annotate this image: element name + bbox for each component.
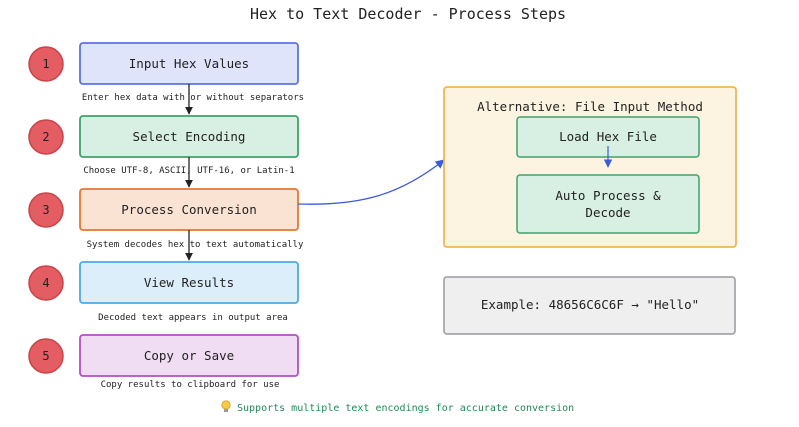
step-badge xyxy=(28,119,64,155)
step-1: 1 Input Hex Values Enter hex data with o… xyxy=(28,42,304,103)
auto-process-label-line1: Auto Process & xyxy=(555,188,661,203)
alternative-panel: Alternative: File Input Method Load Hex … xyxy=(443,86,737,248)
step-number: 1 xyxy=(42,57,49,71)
step-label: Copy or Save xyxy=(144,348,234,363)
example-box xyxy=(443,276,736,335)
alternative-title: Alternative: File Input Method xyxy=(477,99,703,114)
step-4: 4 View Results Decoded text appears in o… xyxy=(28,261,299,323)
step-label: Input Hex Values xyxy=(129,56,249,71)
example-text: Example: 48656C6C6F → "Hello" xyxy=(481,297,699,312)
lightbulb-icon xyxy=(221,400,231,412)
step-5: 5 Copy or Save Copy results to clipboard… xyxy=(28,334,299,390)
step-caption: Decoded text appears in output area xyxy=(98,313,288,323)
auto-process-box xyxy=(516,174,700,234)
step-badge xyxy=(28,265,64,301)
example-panel: Example: 48656C6C6F → "Hello" xyxy=(443,276,736,335)
step-caption: System decodes hex to text automatically xyxy=(87,240,304,250)
step-caption: Enter hex data with or without separator… xyxy=(82,93,304,103)
step-badge xyxy=(28,338,64,374)
step-caption: Copy results to clipboard for use xyxy=(101,380,280,390)
step-number: 4 xyxy=(42,276,49,290)
auto-process-label-line2: Decode xyxy=(585,205,630,220)
footer-note: Supports multiple text encodings for acc… xyxy=(221,400,574,414)
step-number: 2 xyxy=(42,130,49,144)
step-label: Process Conversion xyxy=(121,202,256,217)
step-badge xyxy=(28,192,64,228)
step-label: Select Encoding xyxy=(133,129,246,144)
load-hex-file-label: Load Hex File xyxy=(559,129,657,144)
alternative-connector-arrow xyxy=(297,159,445,205)
step-2: 2 Select Encoding Choose UTF-8, ASCII, U… xyxy=(28,115,299,176)
step-label: View Results xyxy=(144,275,234,290)
footer-text: Supports multiple text encodings for acc… xyxy=(237,403,574,414)
step-box xyxy=(79,261,299,304)
step-3: 3 Process Conversion System decodes hex … xyxy=(28,188,304,250)
diagram-title: Hex to Text Decoder - Process Steps xyxy=(250,5,566,23)
step-number: 3 xyxy=(42,203,49,217)
step-badge xyxy=(28,46,64,82)
step-number: 5 xyxy=(42,349,49,363)
step-box xyxy=(79,334,299,377)
